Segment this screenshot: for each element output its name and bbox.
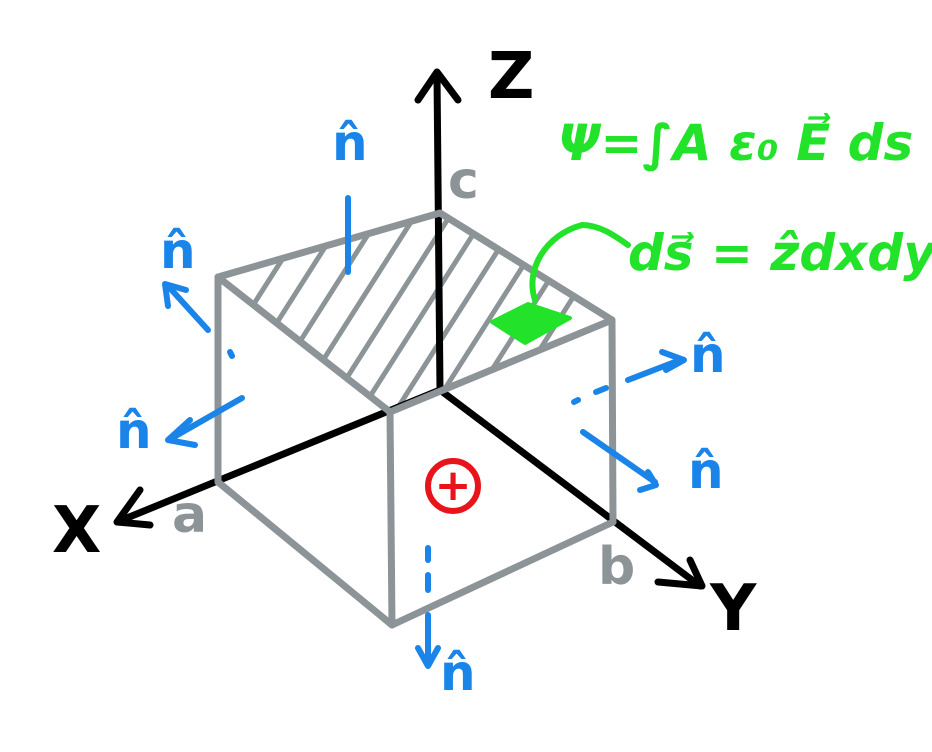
normal-label-left: n̂	[116, 402, 152, 460]
normal-label-lower-right: n̂	[688, 442, 724, 500]
normal-label-right: n̂	[690, 326, 726, 384]
left-normal-arrow	[165, 349, 245, 448]
corner-label-b: b	[598, 537, 635, 597]
normal-label-top: n̂	[332, 114, 368, 172]
normal-labels: n̂ n̂ n̂ n̂ n̂ n̂	[116, 114, 726, 702]
x-axis-arrowhead	[113, 486, 154, 529]
equations: Ψ=∫A ε₀ E⃗ ds ds⃗ = ẑdxdy	[558, 113, 932, 282]
z-axis-arrowhead	[414, 68, 462, 104]
right-edge	[608, 316, 617, 526]
right-normal-arrow	[625, 349, 687, 383]
flux-equation: Ψ=∫A ε₀ E⃗ ds	[558, 113, 913, 172]
lower-right-normal-arrow	[580, 429, 659, 493]
y-axis	[436, 386, 704, 590]
box-outline	[214, 209, 617, 629]
normal-label-upper-left: n̂	[160, 222, 196, 280]
enclosed-charge: +	[425, 458, 481, 514]
charge-symbol: +	[435, 460, 472, 511]
bottom-left-edge	[214, 478, 396, 629]
normal-vectors	[162, 195, 687, 669]
corner-label-a: a	[172, 485, 207, 545]
right-dashed-line	[571, 385, 609, 405]
x-axis-label: X	[52, 494, 101, 568]
upper-left-normal-arrow	[162, 281, 211, 333]
surface-element-ds	[490, 221, 631, 345]
corner-label-c: c	[448, 151, 479, 211]
normal-label-bottom: n̂	[440, 644, 476, 702]
z-axis	[433, 71, 444, 394]
axis-labels: Z X Y	[52, 40, 757, 646]
surface-element-equation: ds⃗ = ẑdxdy	[628, 224, 932, 282]
corner-labels: a b c	[172, 151, 635, 597]
bottom-normal-arrow	[415, 545, 441, 669]
y-axis-arrowhead	[654, 556, 706, 590]
z-axis-label: Z	[488, 40, 534, 114]
y-axis-label: Y	[709, 572, 757, 646]
front-edge	[386, 408, 396, 629]
pointer-curve	[529, 221, 631, 303]
bottom-right-edge	[388, 518, 617, 629]
